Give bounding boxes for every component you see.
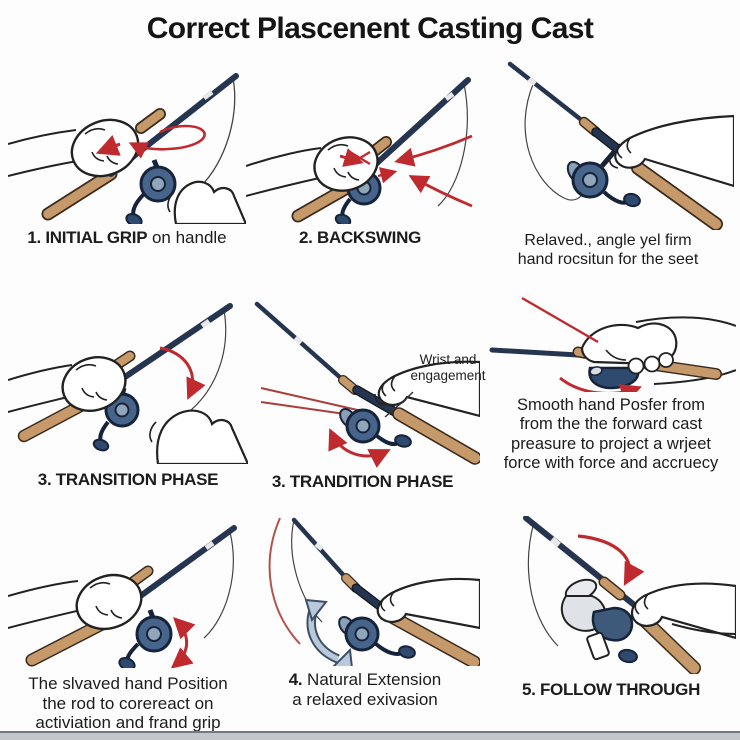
caption-step: 5. FOLLOW THROUGH bbox=[521, 680, 701, 699]
annotation-line: Wrist and bbox=[419, 352, 477, 367]
holding-hand bbox=[608, 114, 734, 188]
panel-follow-through: 5. FOLLOW THROUGH bbox=[486, 516, 736, 700]
caption-line: the rod to corereact on bbox=[42, 693, 214, 713]
natural-extension-illustration bbox=[268, 517, 480, 666]
caption-line: preasure to project a wrjeet bbox=[511, 434, 711, 453]
caption-line: from the the forward cast bbox=[519, 415, 703, 434]
spinning-reel bbox=[125, 159, 177, 224]
motion-arrow bbox=[328, 428, 391, 468]
motion-arrows bbox=[339, 134, 473, 208]
spinning-reel bbox=[560, 578, 638, 664]
motion-arrow bbox=[159, 346, 206, 400]
initial-grip-illustration bbox=[8, 73, 246, 224]
caption-rest: Natural Extension bbox=[302, 670, 442, 689]
spinning-reel bbox=[118, 609, 173, 668]
panel-caption: 5. FOLLOW THROUGH bbox=[522, 680, 700, 700]
fishing-line bbox=[437, 83, 468, 207]
caption-step: 3. TRANDITION PHASE bbox=[271, 472, 454, 491]
panel-initial-grip: 1. INITIAL GRIP on handle bbox=[8, 64, 246, 248]
page-title: Correct Plascenent Casting Cast bbox=[146, 12, 594, 45]
panel-caption: 4. Natural Extension a relaxed exivasion bbox=[289, 670, 441, 709]
backswing-illustration bbox=[246, 77, 473, 224]
spinning-reel bbox=[338, 615, 416, 659]
motion-arrows bbox=[521, 296, 642, 392]
fishing-line bbox=[527, 521, 559, 647]
caption-step: 3. TRANSITION PHASE bbox=[37, 470, 219, 489]
panel-transition-phase: 3. TRANSITION PHASE bbox=[8, 296, 248, 490]
caption-rest: on handle bbox=[147, 228, 227, 247]
smooth-transfer-illustration bbox=[489, 296, 736, 392]
panel-caption: 3. TRANDITION PHASE bbox=[271, 472, 454, 492]
fishing-line bbox=[203, 531, 234, 639]
fishing-rod bbox=[523, 516, 701, 674]
caption-step: 4. bbox=[288, 670, 303, 689]
bottom-edge-strip bbox=[0, 731, 740, 740]
gripping-hand bbox=[8, 573, 143, 631]
motion-arrows bbox=[95, 124, 206, 159]
gripping-hand bbox=[8, 118, 140, 178]
trandition-phase-illustration bbox=[254, 301, 480, 468]
panel-caption: Relaved., angle yel firm hand rocsitun f… bbox=[518, 232, 699, 269]
second-hand bbox=[149, 409, 248, 464]
motion-arrow bbox=[577, 534, 645, 586]
transition-phase-illustration bbox=[8, 303, 248, 464]
motion-arrow bbox=[170, 617, 196, 668]
panel-slaved-hand: The slvaved hand Position the rod to cor… bbox=[8, 516, 248, 733]
second-hand bbox=[167, 180, 246, 224]
caption-step: 2. BACKSWING bbox=[298, 228, 422, 247]
gripping-hand bbox=[8, 356, 127, 413]
caption-line: a relaxed exivasion bbox=[292, 689, 438, 709]
panel-natural-extension: 4. Natural Extension a relaxed exivasion bbox=[250, 516, 480, 709]
fishing-line bbox=[524, 81, 585, 201]
holding-hand bbox=[376, 577, 480, 630]
caption-line: Smooth hand Posfer from bbox=[516, 396, 705, 414]
caption-line: The slvaved hand Position bbox=[28, 674, 228, 693]
slaved-hand-illustration bbox=[8, 525, 237, 668]
panel-caption: The slvaved hand Position the rod to cor… bbox=[28, 674, 227, 733]
holding-hand bbox=[580, 322, 678, 375]
panel-smooth-transfer: Smooth hand Posfer from from the the for… bbox=[486, 292, 736, 474]
relaxed-grip-illustration bbox=[507, 61, 734, 230]
panel-backswing: 2. BACKSWING bbox=[246, 64, 474, 248]
panel-caption: 1. INITIAL GRIP on handle bbox=[27, 228, 226, 248]
panel-relaxed-grip: Relaved., angle yel firm hand rocsitun f… bbox=[482, 58, 734, 269]
panel-caption: Smooth hand Posfer from from the the for… bbox=[504, 396, 719, 474]
motion-arrow-gray-blue bbox=[304, 598, 353, 666]
annotation-line: engagement bbox=[410, 367, 486, 383]
spinning-reel bbox=[566, 150, 641, 208]
caption-line: 4. Natural Extension bbox=[289, 670, 441, 690]
caption-line: hand rocsitun for the seet bbox=[517, 250, 699, 268]
holding-hand bbox=[630, 582, 736, 640]
annotation-leader-line bbox=[384, 391, 414, 418]
panel-caption: 3. TRANSITION PHASE bbox=[37, 470, 219, 490]
arm-lines bbox=[635, 316, 736, 385]
panel-trandition-phase: 3. TRANDITION PHASE bbox=[245, 290, 480, 492]
caption-line: force with force and accruecy bbox=[503, 454, 719, 473]
panel-caption: 2. BACKSWING bbox=[299, 228, 421, 248]
line-red-curve bbox=[268, 517, 301, 645]
caption-line: Relaved., angle yel firm bbox=[524, 232, 692, 249]
wrist-engagement-label: Wrist and engagement bbox=[396, 352, 500, 383]
follow-through-illustration bbox=[523, 516, 736, 674]
caption-step: 1. INITIAL GRIP bbox=[27, 228, 148, 247]
caption-line: activiation and frand grip bbox=[35, 713, 221, 733]
